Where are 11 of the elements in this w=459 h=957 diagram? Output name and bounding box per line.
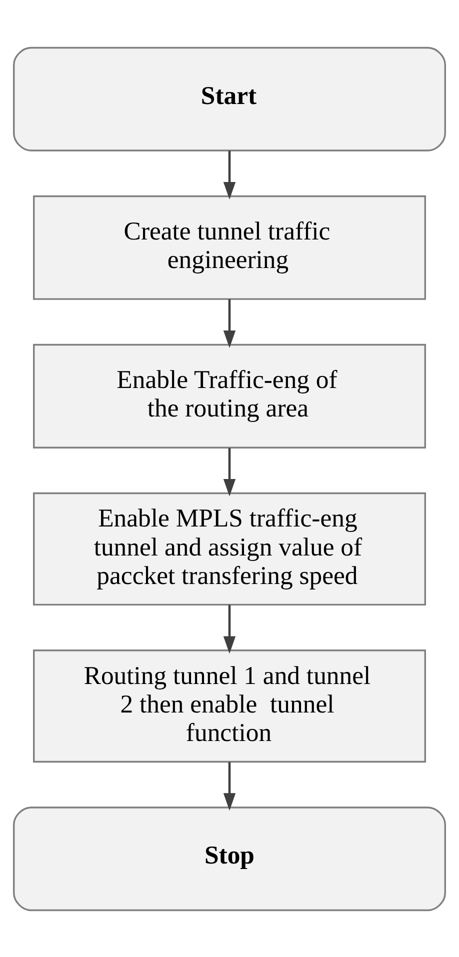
node-box: Enable Traffic-eng of the routing area [33,343,426,448]
node-box: Stop [13,806,446,911]
arrow [223,298,236,348]
node-box: Enable MPLS traffic-eng tunnel and assign value of paccket transfering speed [33,492,426,606]
arrow [223,762,236,810]
arrow [223,150,236,199]
node-box: Start [13,46,446,151]
node-box: Routing tunnel 1 and tunnel 2 then enable tunnel function [33,649,426,762]
node-box: Create tunnel traffic engineering [33,194,426,300]
arrow [223,447,236,496]
arrow [223,604,236,654]
